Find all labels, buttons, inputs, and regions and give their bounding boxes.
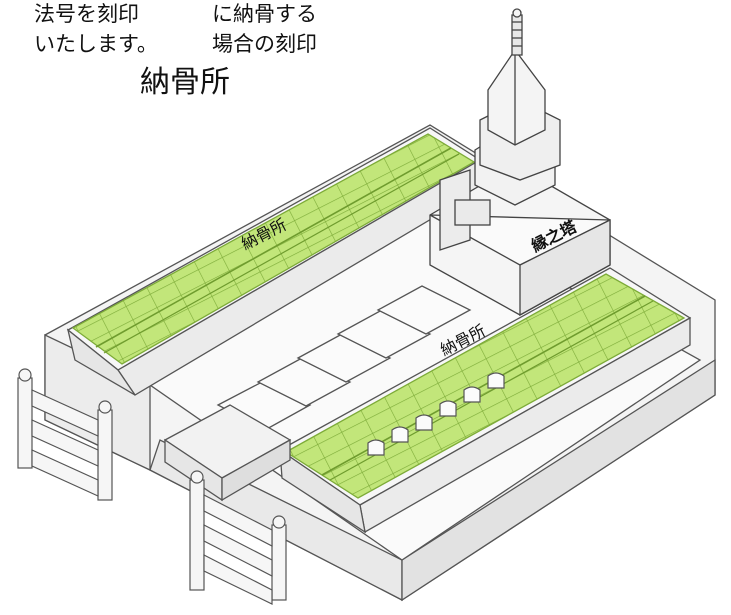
engraving-caption-line1: 法号を刻印 bbox=[34, 2, 139, 26]
ossuary-title: 納骨所 bbox=[140, 65, 230, 100]
incense-holders bbox=[367, 372, 505, 456]
burial-caption-line2: 場合の刻印 bbox=[212, 32, 317, 56]
burial-caption-line1: に納骨する bbox=[212, 2, 317, 26]
left-stone-fence bbox=[17, 368, 113, 501]
right-stone-fence bbox=[189, 470, 287, 605]
front-step bbox=[163, 404, 292, 502]
inner-slabs bbox=[216, 285, 472, 431]
engraving-caption-line2: いたします。 bbox=[34, 32, 158, 56]
left-ossuary-block bbox=[66, 127, 482, 396]
pagoda bbox=[429, 8, 611, 317]
